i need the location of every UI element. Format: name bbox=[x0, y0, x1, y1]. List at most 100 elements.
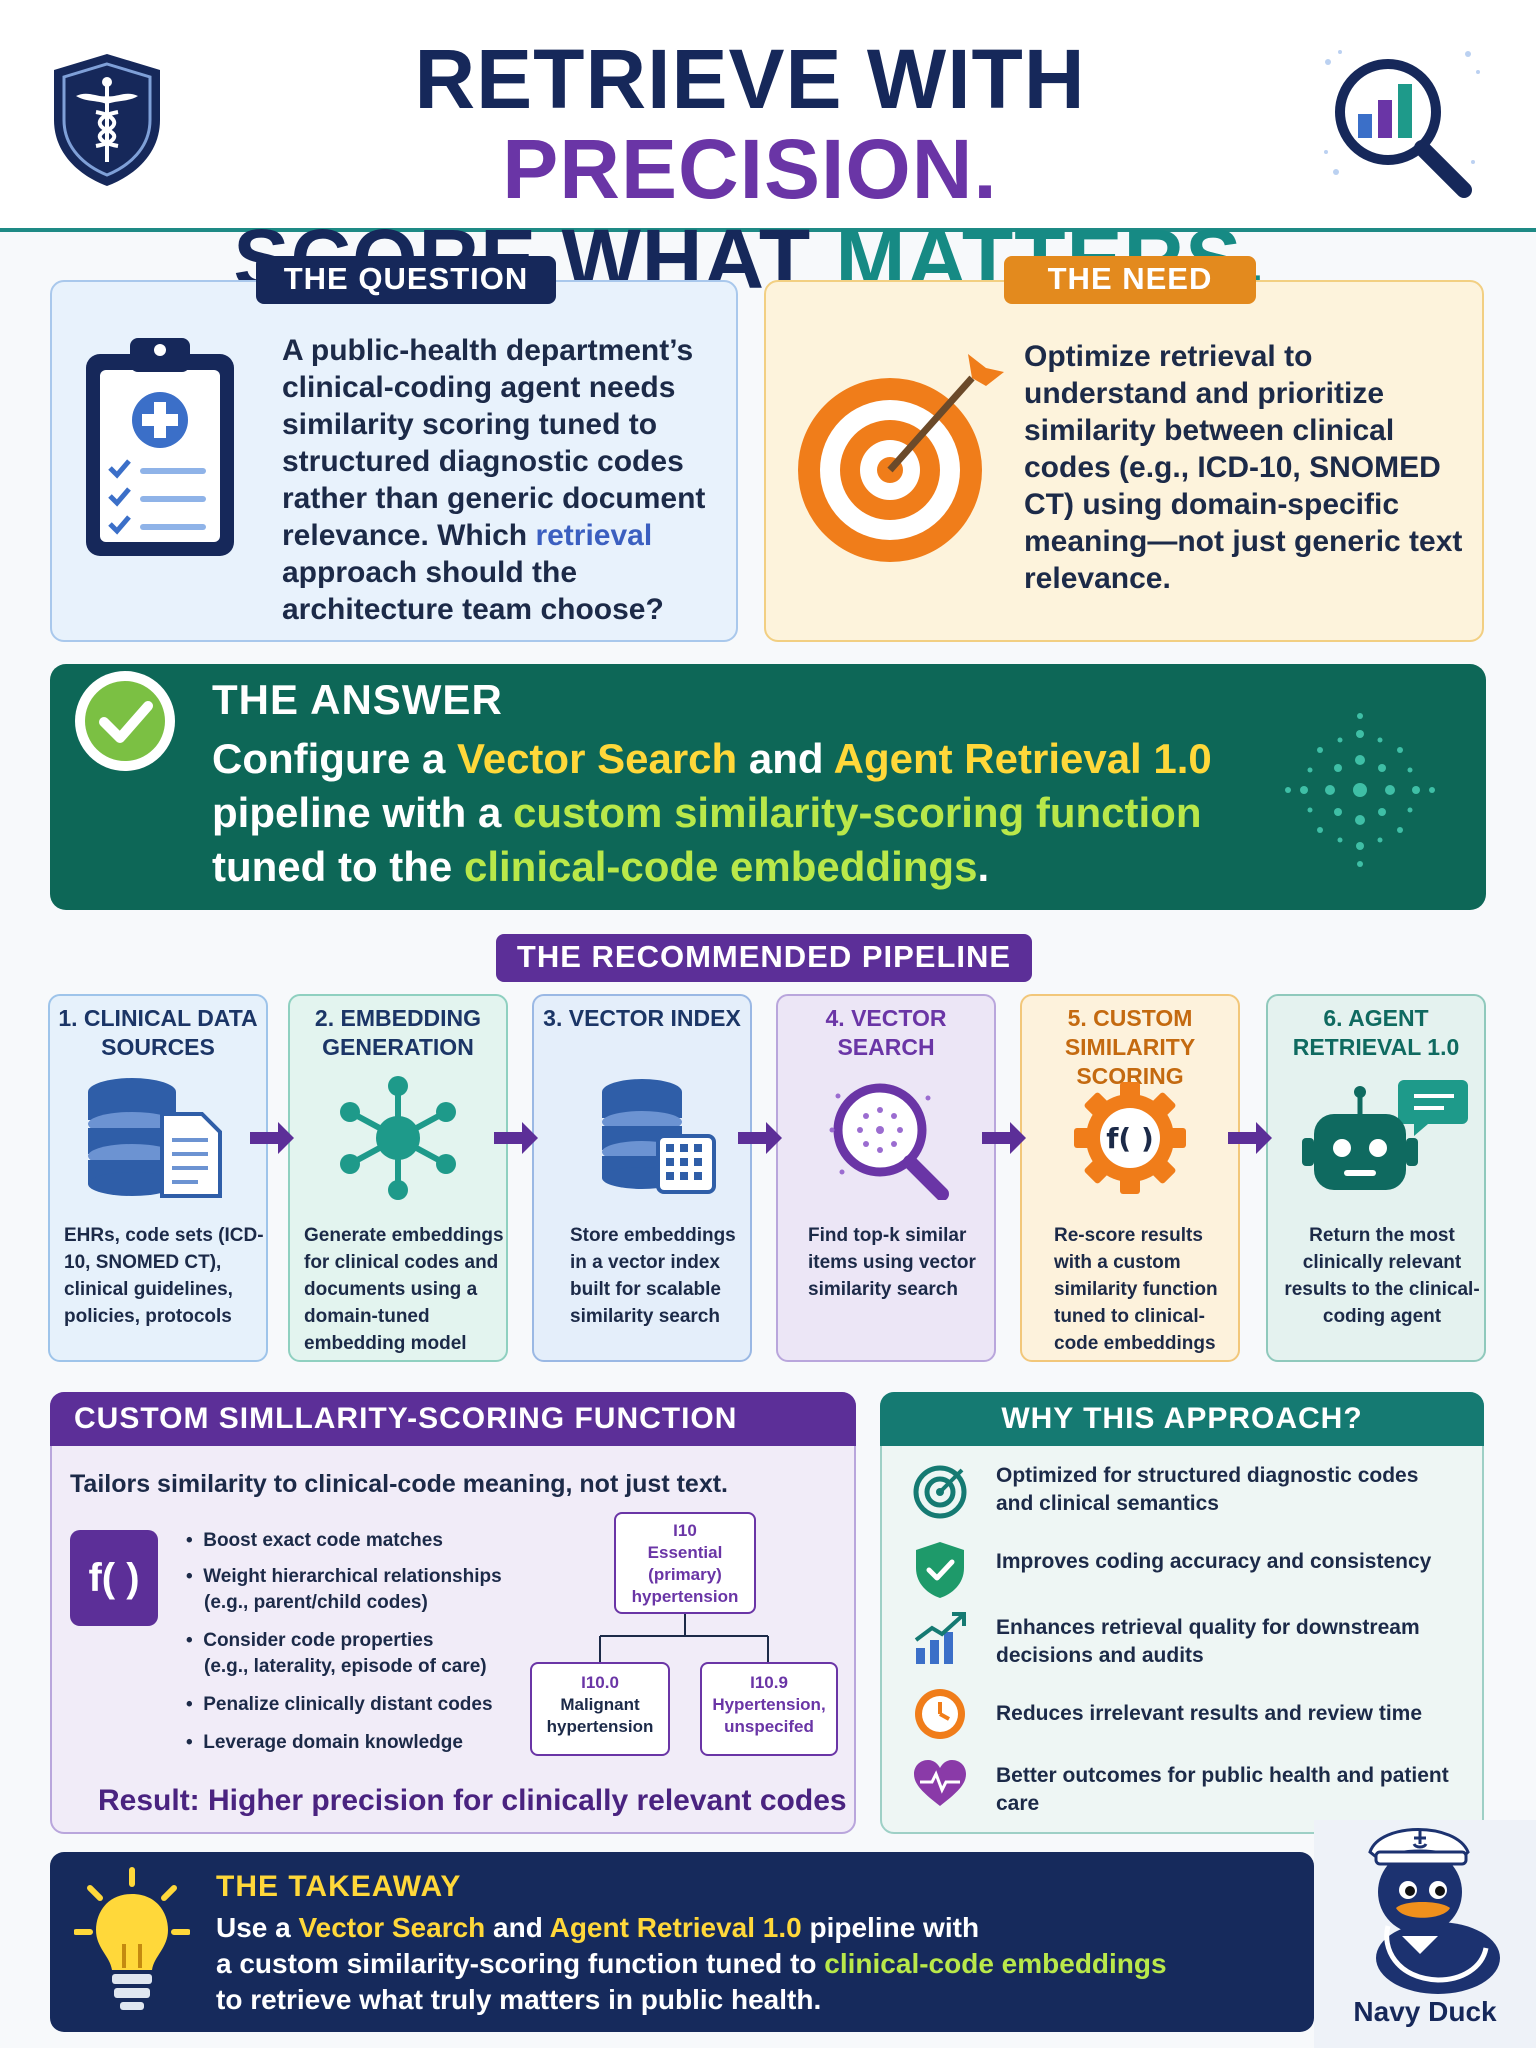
why-item-4: Reduces irrelevant results and review ti… bbox=[996, 1702, 1423, 1725]
target-icon bbox=[913, 1465, 967, 1519]
arrow-right-icon bbox=[1228, 1122, 1272, 1154]
answer-text-part: and bbox=[737, 735, 834, 782]
answer-text: Configure a Vector Search and Agent Retr… bbox=[212, 732, 1262, 894]
pipeline-step-2 bbox=[288, 994, 508, 1362]
step-1-title: 1. CLINICAL DATA SOURCES bbox=[58, 1005, 258, 1060]
heart-pulse-icon bbox=[914, 1760, 966, 1806]
header-divider bbox=[0, 228, 1536, 232]
caduceus-shield-icon bbox=[54, 54, 160, 186]
tree-left-node: I10.0 Malignant hypertension bbox=[530, 1662, 670, 1756]
gear-function-glyph: f( ) bbox=[1106, 1122, 1154, 1155]
tree-root-node: I10 Essential (primary) hypertension bbox=[614, 1512, 756, 1614]
bullet-main: Leverage domain knowledge bbox=[203, 1732, 463, 1753]
step-3-desc: Store embeddings in a vector index built… bbox=[570, 1225, 736, 1327]
tree-right-name: Hypertension, unspecifed bbox=[712, 1695, 826, 1736]
gear-function-icon: f( ) bbox=[1074, 1082, 1186, 1194]
list-item-sub: (e.g., laterality, episode of care) bbox=[204, 1656, 487, 1677]
clock-icon bbox=[915, 1689, 965, 1739]
step-6-desc: Return the most clinically relevant resu… bbox=[1284, 1225, 1480, 1327]
step-2-title: 2. EMBEDDING GENERATION bbox=[314, 1005, 482, 1060]
why-item-2: Improves coding accuracy and consistency bbox=[996, 1550, 1432, 1573]
list-item: • Penalize clinically distant codes bbox=[186, 1694, 493, 1715]
header bbox=[0, 0, 1536, 232]
why-item-3: Enhances retrieval quality for downstrea… bbox=[996, 1616, 1420, 1667]
answer-agent-retrieval: Agent Retrieval 1.0 bbox=[833, 735, 1212, 782]
answer-custom-function: custom similarity-scoring function bbox=[513, 789, 1202, 836]
takeaway-text-part: a custom similarity-scoring function tun… bbox=[216, 1948, 825, 1979]
takeaway-panel bbox=[50, 1852, 1314, 2032]
need-label: THE NEED bbox=[1004, 256, 1256, 304]
question-text-highlight: retrieval bbox=[535, 519, 653, 552]
checkmark-icon bbox=[75, 671, 175, 771]
arrow-right-icon bbox=[494, 1122, 538, 1154]
tree-right-node: I10.9 Hypertension, unspecifed bbox=[700, 1662, 838, 1756]
answer-label: THE ANSWER bbox=[212, 676, 503, 723]
takeaway-text-part: pipeline with bbox=[801, 1912, 980, 1943]
custom-function-label: CUSTOM SIMLLARITY-SCORING FUNCTION bbox=[74, 1402, 738, 1435]
step-5-title: 5. CUSTOM SIMILARITY SCORING bbox=[1064, 1005, 1196, 1089]
navy-duck-mascot-icon bbox=[1368, 1828, 1500, 1994]
takeaway-text: Use a Vector Search and Agent Retrieval … bbox=[216, 1910, 1296, 2018]
takeaway-vector-search: Vector Search bbox=[298, 1912, 486, 1943]
robot-chat-icon bbox=[1302, 1080, 1468, 1190]
arrow-right-icon bbox=[250, 1122, 294, 1154]
magnifier-chart-icon bbox=[1324, 50, 1480, 198]
bullet-main: Weight hierarchical relationships bbox=[203, 1566, 502, 1587]
growth-chart-icon bbox=[914, 1612, 966, 1664]
tree-left-name: Malignant hypertension bbox=[546, 1695, 654, 1736]
answer-panel bbox=[50, 664, 1486, 910]
function-icon: f( ) bbox=[70, 1530, 158, 1626]
step-4-desc: Find top-k similar items using vector si… bbox=[808, 1225, 976, 1300]
embedding-dots-icon bbox=[1285, 713, 1435, 867]
list-item: • Leverage domain knowledge bbox=[186, 1732, 463, 1753]
list-item: • Weight hierarchical relationships bbox=[186, 1566, 502, 1587]
title-line1-accent: PRECISION. bbox=[502, 122, 998, 216]
question-label: THE QUESTION bbox=[256, 256, 556, 304]
question-text-part1: A public-health department’s clinical-co… bbox=[282, 334, 706, 552]
tree-connector bbox=[599, 1614, 769, 1662]
custom-function-result: Result: Higher precision for clinically … bbox=[98, 1784, 847, 1817]
why-item-5: Better outcomes for public health and pa… bbox=[996, 1764, 1449, 1815]
answer-text-part: Configure a bbox=[212, 735, 458, 782]
question-text: A public-health department’s clinical-co… bbox=[282, 332, 720, 628]
tree-left-code: I10.0 bbox=[581, 1673, 619, 1692]
custom-function-subtitle: Tailors similarity to clinical-code mean… bbox=[70, 1470, 729, 1498]
why-label: WHY THIS APPROACH? bbox=[1001, 1402, 1363, 1435]
takeaway-label: THE TAKEAWAY bbox=[216, 1870, 462, 1903]
shield-check-icon bbox=[916, 1542, 964, 1598]
why-panel bbox=[880, 1392, 1484, 1834]
takeaway-text-part: to retrieve what truly matters in public… bbox=[216, 1984, 822, 2015]
tree-right-code: I10.9 bbox=[750, 1673, 788, 1692]
list-item: • Boost exact code matches bbox=[186, 1530, 443, 1551]
question-text-part2: approach should the architecture team ch… bbox=[282, 556, 664, 626]
step-5-desc: Re-score results with a custom similarit… bbox=[1054, 1225, 1218, 1354]
step-2-desc: Generate embeddings for clinical codes a… bbox=[304, 1225, 504, 1354]
bullet-main: Penalize clinically distant codes bbox=[203, 1694, 493, 1715]
custom-function-bullets: • Boost exact code matches • Weight hier… bbox=[186, 1528, 506, 1756]
list-item-sub: (e.g., parent/child codes) bbox=[204, 1592, 428, 1613]
takeaway-text-part: Use a bbox=[216, 1912, 299, 1943]
pipeline-step-4 bbox=[776, 994, 996, 1362]
target-arrow-icon bbox=[798, 354, 1004, 562]
answer-text-part: . bbox=[977, 843, 990, 890]
takeaway-clinical-embeddings: clinical-code embeddings bbox=[824, 1948, 1167, 1979]
list-item: • Consider code properties bbox=[186, 1630, 434, 1651]
bullet-main: Boost exact code matches bbox=[203, 1530, 443, 1551]
arrow-right-icon bbox=[738, 1122, 782, 1154]
tree-root-name: Essential (primary) hypertension bbox=[631, 1543, 739, 1606]
step-3-title: 3. VECTOR INDEX bbox=[543, 1005, 741, 1031]
answer-text-part: pipeline with a bbox=[212, 789, 514, 836]
arrow-right-icon bbox=[982, 1122, 1026, 1154]
lightbulb-icon bbox=[74, 1867, 190, 2010]
answer-text-part: tuned to the bbox=[212, 843, 464, 890]
step-1-desc: EHRs, code sets (ICD-10, SNOMED CT), cli… bbox=[64, 1225, 264, 1327]
vector-search-icon bbox=[829, 1083, 949, 1200]
bullet-main: Consider code properties bbox=[203, 1630, 434, 1651]
takeaway-agent-retrieval: Agent Retrieval 1.0 bbox=[549, 1912, 802, 1943]
why-item-1: Optimized for structured diagnostic code… bbox=[996, 1464, 1419, 1515]
title-line1-start: RETRIEVE WITH bbox=[414, 32, 1086, 126]
vector-index-database-icon bbox=[602, 1079, 716, 1194]
answer-clinical-embeddings: clinical-code embeddings bbox=[463, 843, 978, 890]
step-4-title: 4. VECTOR SEARCH bbox=[825, 1005, 947, 1060]
clipboard-icon bbox=[86, 338, 234, 556]
